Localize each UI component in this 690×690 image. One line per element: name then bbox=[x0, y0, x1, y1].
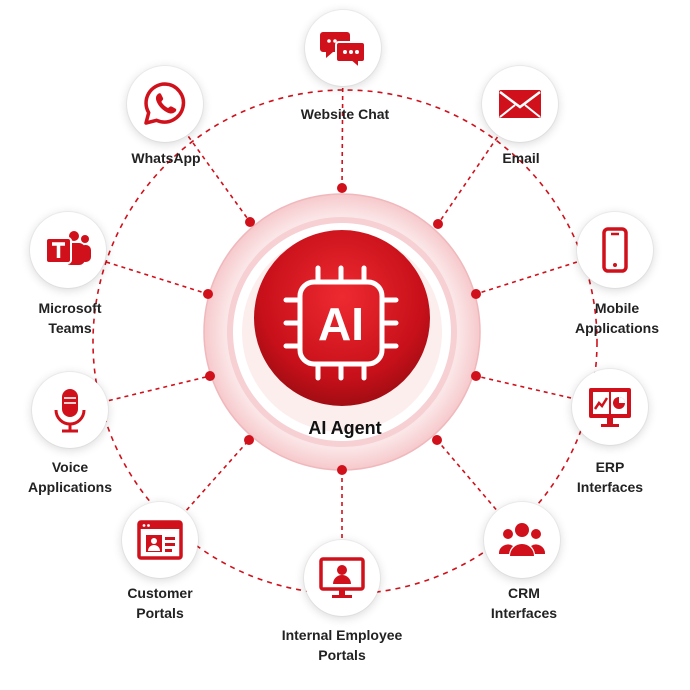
ai-hub-disc bbox=[254, 230, 430, 406]
label-customer-portals: Customer Portals bbox=[127, 585, 193, 621]
label-voice-applications: Voice Applications bbox=[27, 459, 112, 495]
whatsapp-icon bbox=[141, 80, 189, 128]
anchor-dot-website-chat bbox=[337, 183, 347, 193]
anchor-dot-mobile-applications bbox=[471, 289, 481, 299]
node-customer-portals bbox=[122, 502, 198, 578]
label-microsoft-teams: Microsoft Teams bbox=[38, 300, 102, 336]
label-website-chat: Website Chat bbox=[300, 106, 390, 122]
user-group-icon bbox=[498, 516, 546, 564]
ai-chip-icon bbox=[283, 265, 399, 381]
smartphone-icon bbox=[591, 226, 639, 274]
node-whatsapp bbox=[127, 66, 203, 142]
ai-agent-label: AI Agent bbox=[308, 418, 382, 438]
employee-monitor-icon bbox=[318, 554, 366, 602]
node-email bbox=[482, 66, 558, 142]
ai-chip-text: AI bbox=[318, 298, 364, 350]
anchor-dot-voice-applications bbox=[205, 371, 215, 381]
label-mobile-applications: Mobile Applications bbox=[574, 300, 659, 336]
node-crm-interfaces bbox=[484, 502, 560, 578]
teams-icon bbox=[44, 226, 92, 274]
anchor-dot-customer-portals bbox=[244, 435, 254, 445]
chat-bubbles-icon bbox=[319, 24, 367, 72]
outer-dashed-ring bbox=[92, 89, 598, 595]
anchor-dot-crm-interfaces bbox=[432, 435, 442, 445]
anchor-dot-email bbox=[433, 219, 443, 229]
label-internal-employee-portals: Internal Employee Portals bbox=[281, 627, 403, 663]
node-voice-applications bbox=[32, 372, 108, 448]
anchor-dots bbox=[203, 183, 481, 475]
label-erp-interfaces: ERP Interfaces bbox=[576, 459, 644, 495]
node-microsoft-teams bbox=[30, 212, 106, 288]
anchor-dot-erp-interfaces bbox=[471, 371, 481, 381]
node-erp-interfaces bbox=[572, 369, 648, 445]
anchor-dot-whatsapp bbox=[245, 217, 255, 227]
label-email: Email bbox=[502, 150, 540, 166]
envelope-icon bbox=[496, 80, 544, 128]
label-crm-interfaces: CRM Interfaces bbox=[490, 585, 558, 621]
connector-crm-interfaces bbox=[436, 439, 523, 541]
customer-portal-window-icon bbox=[136, 516, 184, 564]
dashboard-monitor-icon bbox=[586, 383, 634, 431]
microphone-icon bbox=[46, 386, 94, 434]
anchor-dot-internal-employee-portals bbox=[337, 465, 347, 475]
node-website-chat bbox=[305, 10, 381, 86]
node-mobile-applications bbox=[577, 212, 653, 288]
node-internal-employee-portals bbox=[304, 540, 380, 616]
connector-customer-portals bbox=[159, 439, 250, 541]
label-whatsapp: WhatsApp bbox=[131, 150, 201, 166]
anchor-dot-microsoft-teams bbox=[203, 289, 213, 299]
connector-erp-interfaces bbox=[475, 375, 611, 408]
